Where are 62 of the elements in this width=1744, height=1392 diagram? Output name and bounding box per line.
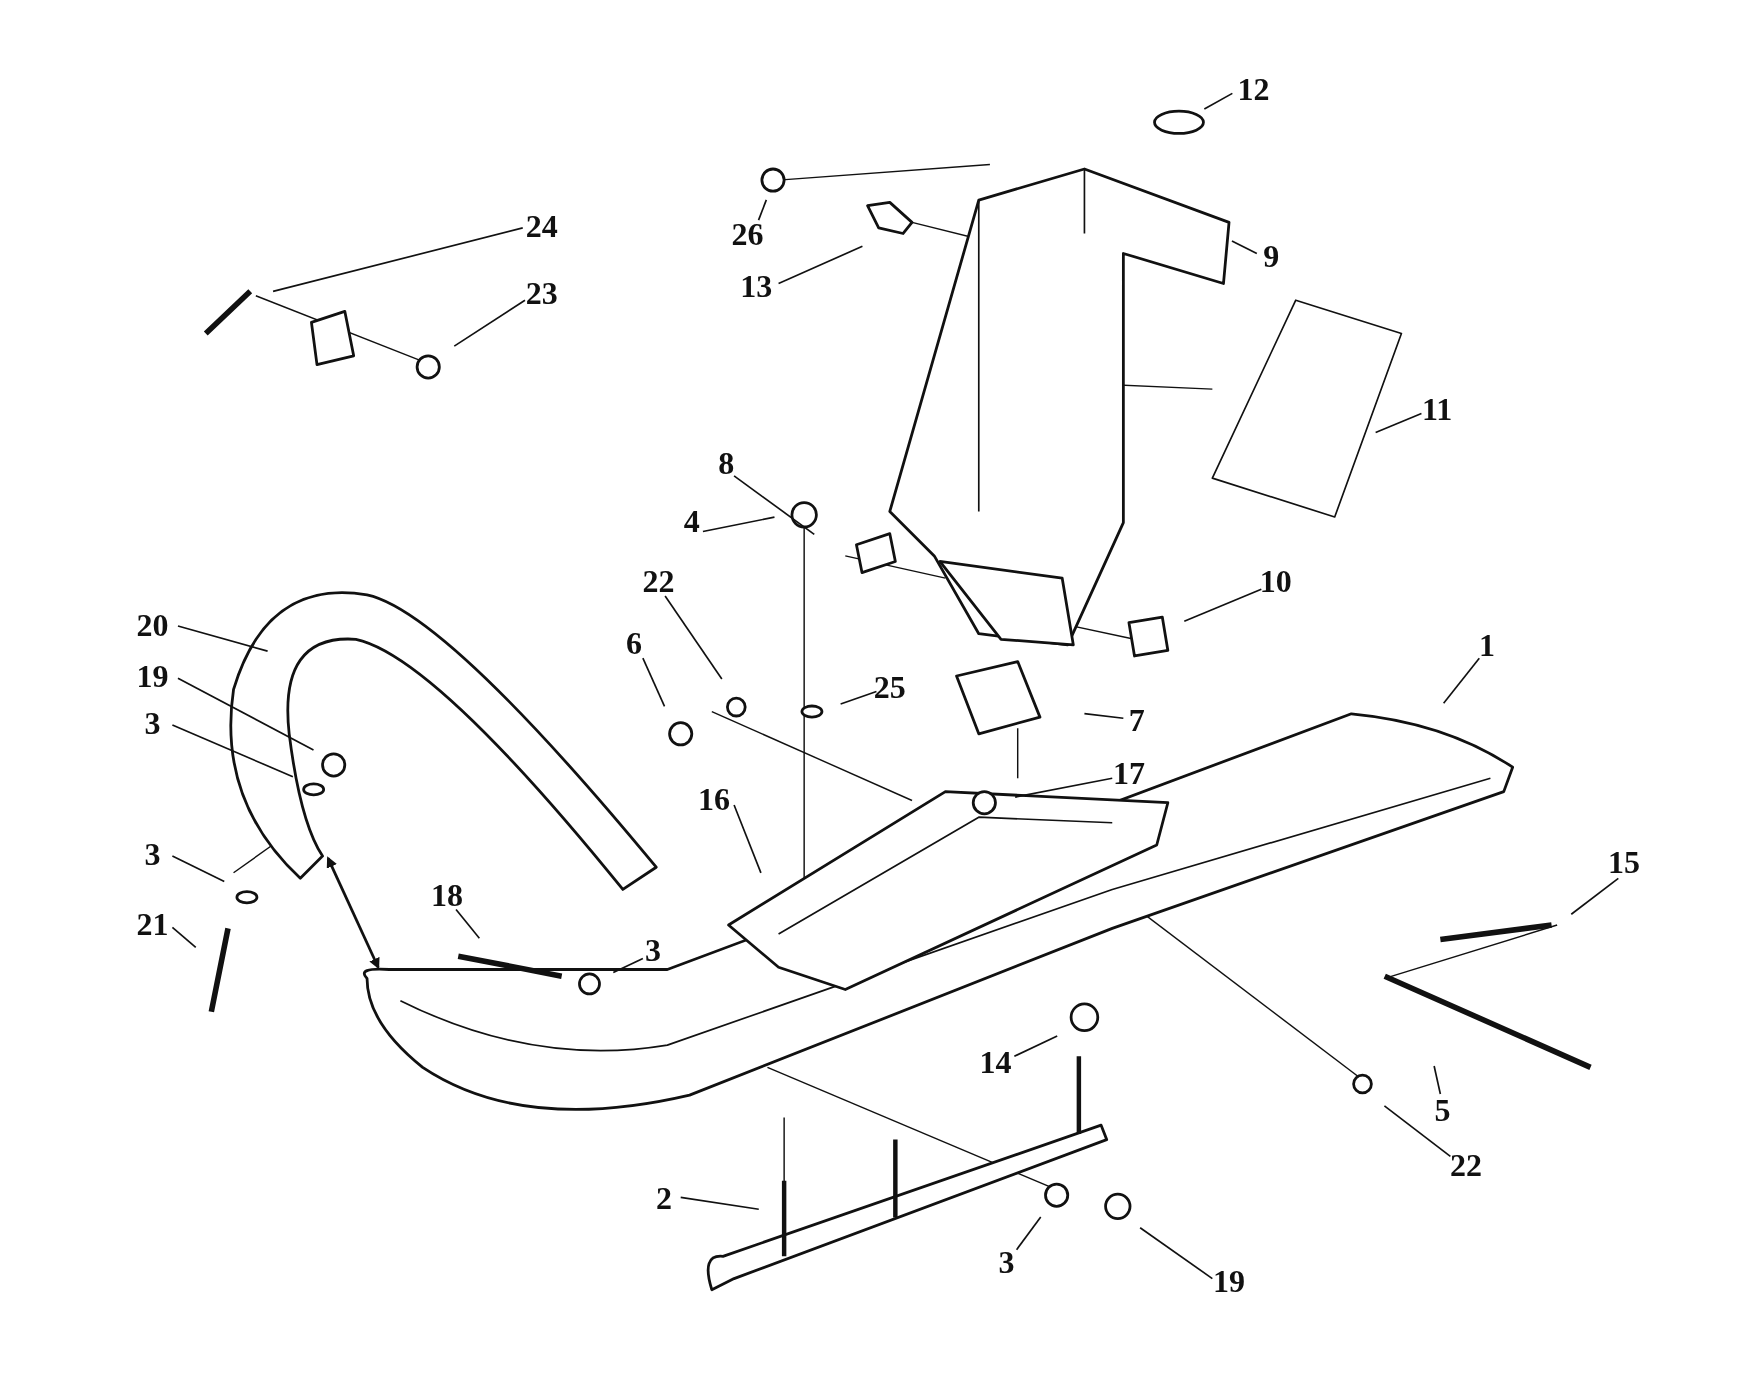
leader-line (1015, 1216, 1042, 1251)
leader-line (664, 595, 723, 680)
callout-number: 23 (525, 276, 558, 309)
callout-number: 13 (740, 269, 773, 302)
leader-line (272, 227, 524, 293)
callout-number: 4 (683, 504, 700, 537)
callout-number: 19 (136, 660, 169, 693)
callout-number: 3 (144, 706, 161, 739)
callout-number: 25 (873, 671, 906, 704)
callout-number: 16 (698, 782, 731, 815)
leader-line (757, 199, 768, 221)
callout-number: 18 (431, 879, 464, 912)
callout-number: 11 (1421, 393, 1453, 426)
callout-number: 3 (144, 838, 161, 871)
callout-number: 5 (1434, 1094, 1451, 1126)
leader-line (1433, 1065, 1442, 1095)
leader-line (777, 245, 864, 285)
leader-line (177, 625, 269, 652)
leader-line (453, 299, 526, 347)
callout-number: 21 (136, 908, 169, 941)
callout-number: 26 (731, 217, 764, 250)
leader-line (177, 677, 315, 751)
leader-line (171, 855, 226, 883)
leader-line (1570, 877, 1620, 916)
leader-line (1139, 1226, 1214, 1280)
leader-line (1374, 412, 1423, 434)
leader-line (642, 657, 666, 708)
leader-line (702, 516, 776, 533)
leader-line (1014, 777, 1114, 798)
callout-number: 3 (998, 1246, 1015, 1279)
leader-line (612, 957, 644, 974)
callout-number: 12 (1237, 72, 1270, 105)
leader-line (733, 475, 816, 536)
leader-line (171, 926, 197, 949)
leader-line (1183, 588, 1263, 623)
leader-line (1383, 1105, 1452, 1158)
callout-number: 2 (656, 1181, 672, 1214)
callout-number: 9 (1263, 239, 1280, 272)
leader-line (1013, 1035, 1059, 1058)
leader-line (1203, 92, 1234, 110)
callout-number: 17 (1112, 757, 1145, 789)
leader-line (1442, 657, 1481, 704)
callout-number: 3 (644, 933, 661, 966)
leader-line (1083, 712, 1125, 720)
callout-number: 8 (718, 446, 735, 479)
callout-number: 24 (525, 209, 558, 242)
callout-number: 1 (1479, 629, 1496, 662)
callout-number: 22 (1449, 1148, 1482, 1181)
leader-line (455, 908, 481, 940)
leader-line (1231, 240, 1258, 255)
leader-line (839, 690, 878, 705)
callout-number: 10 (1259, 564, 1292, 597)
callout-number: 6 (625, 626, 642, 659)
leader-line (733, 804, 762, 874)
callout-number: 19 (1213, 1265, 1245, 1298)
callout-number: 15 (1607, 846, 1640, 878)
callout-number: 20 (136, 609, 169, 642)
callout-number: 7 (1128, 703, 1145, 736)
leader-line (679, 1196, 760, 1211)
callout-number: 14 (979, 1046, 1012, 1079)
leader-line (171, 724, 294, 778)
callout-number: 22 (642, 564, 675, 597)
